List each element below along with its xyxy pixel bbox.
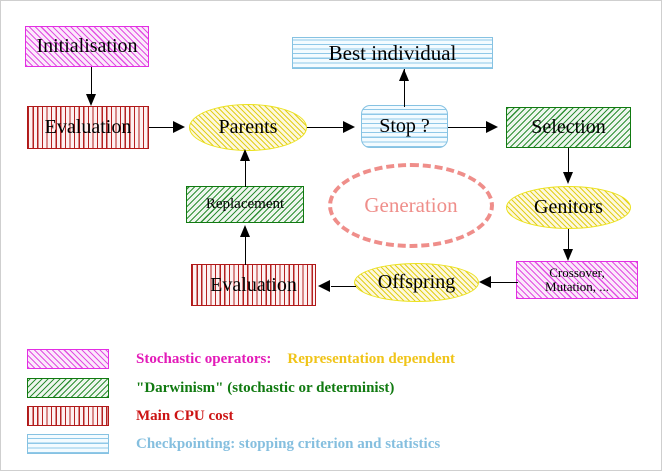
node-evaluation-top[interactable]: Evaluation bbox=[27, 106, 149, 149]
node-stop-label: Stop ? bbox=[379, 115, 430, 137]
node-generation-bubble: Generation bbox=[328, 163, 494, 248]
node-crossover-label-line1: Crossover, bbox=[549, 265, 605, 281]
node-replacement-label: Replacement bbox=[205, 195, 285, 212]
arrowhead-stop-to-selection bbox=[486, 121, 498, 133]
node-selection-label: Selection bbox=[531, 116, 606, 138]
legend-swatch-red-vertical bbox=[27, 406, 109, 426]
node-evaluation-bottom[interactable]: Evaluation bbox=[191, 264, 316, 306]
edge-evaluation-to-parents bbox=[149, 127, 177, 129]
legend-row-darwinism: "Darwinism" (stochastic or determinist) bbox=[27, 378, 394, 398]
legend-swatch-blue-horizontal bbox=[27, 434, 109, 454]
edge-offspring-to-evaluation bbox=[331, 286, 356, 288]
node-genitors-label: Genitors bbox=[534, 196, 603, 218]
arrowhead-stop-to-best-individual bbox=[399, 69, 409, 81]
edge-initialisation-to-evaluation bbox=[91, 67, 93, 97]
node-evaluation-top-label: Evaluation bbox=[44, 116, 132, 138]
legend-text-darwinism: "Darwinism" (stochastic or determinist) bbox=[136, 379, 395, 396]
edge-selection-to-genitors bbox=[568, 148, 570, 175]
node-best-individual[interactable]: Best individual bbox=[292, 37, 493, 69]
legend-row-main-cpu-cost: Main CPU cost bbox=[27, 406, 234, 426]
legend-swatch-green-hatch bbox=[27, 378, 109, 398]
node-genitors[interactable]: Genitors bbox=[506, 186, 631, 229]
arrowhead-crossover-to-offspring bbox=[479, 276, 491, 288]
edge-evaluation-to-replacement bbox=[245, 229, 247, 265]
node-evaluation-bottom-label: Evaluation bbox=[210, 273, 297, 296]
node-offspring[interactable]: Offspring bbox=[354, 263, 479, 302]
edge-stop-to-best-individual bbox=[404, 69, 406, 107]
arrowhead-selection-to-genitors bbox=[563, 172, 573, 184]
legend-label-stochastic-operators: Stochastic operators: bbox=[136, 350, 272, 367]
legend-row-checkpointing: Checkpointing: stopping criterion and st… bbox=[27, 434, 440, 454]
node-crossover-mutation[interactable]: Crossover, Mutation, ... bbox=[516, 261, 638, 299]
node-generation-label: Generation bbox=[364, 193, 458, 217]
arrowhead-offspring-to-evaluation bbox=[318, 280, 330, 292]
legend-text-main-cpu-cost: Main CPU cost bbox=[136, 407, 234, 424]
node-parents[interactable]: Parents bbox=[189, 104, 307, 151]
legend-text-stochastic-operators: Stochastic operators: Representation depe… bbox=[136, 351, 455, 368]
node-initialisation-label: Initialisation bbox=[36, 35, 138, 57]
arrowhead-replacement-to-parents bbox=[240, 149, 250, 161]
arrowhead-evaluation-to-parents bbox=[173, 121, 185, 133]
arrowhead-evaluation-to-replacement bbox=[240, 225, 250, 237]
node-offspring-label: Offspring bbox=[377, 271, 456, 293]
arrowhead-initialisation-to-evaluation bbox=[86, 94, 96, 106]
edge-stop-to-selection bbox=[448, 127, 488, 129]
edge-genitors-to-crossover bbox=[568, 229, 570, 251]
node-selection[interactable]: Selection bbox=[506, 107, 631, 148]
node-crossover-label-line2: Mutation, ... bbox=[545, 279, 609, 294]
arrowhead-parents-to-stop bbox=[343, 121, 355, 133]
arrowhead-genitors-to-crossover bbox=[563, 249, 573, 261]
node-initialisation[interactable]: Initialisation bbox=[25, 26, 149, 67]
legend-text-checkpointing: Checkpointing: stopping criterion and st… bbox=[136, 435, 441, 452]
legend-swatch-magenta-hatch bbox=[27, 349, 109, 369]
node-replacement[interactable]: Replacement bbox=[186, 186, 304, 223]
legend-label-representation-dependent: Representation dependent bbox=[287, 350, 456, 367]
edge-parents-to-stop bbox=[307, 127, 345, 129]
edge-crossover-to-offspring bbox=[490, 282, 518, 284]
node-parents-label: Parents bbox=[218, 116, 278, 138]
legend-row-stochastic-operators: Stochastic operators: Representation depe… bbox=[27, 349, 455, 369]
edge-replacement-to-parents bbox=[245, 155, 247, 187]
node-best-individual-label: Best individual bbox=[328, 40, 457, 65]
node-stop[interactable]: Stop ? bbox=[361, 105, 448, 148]
